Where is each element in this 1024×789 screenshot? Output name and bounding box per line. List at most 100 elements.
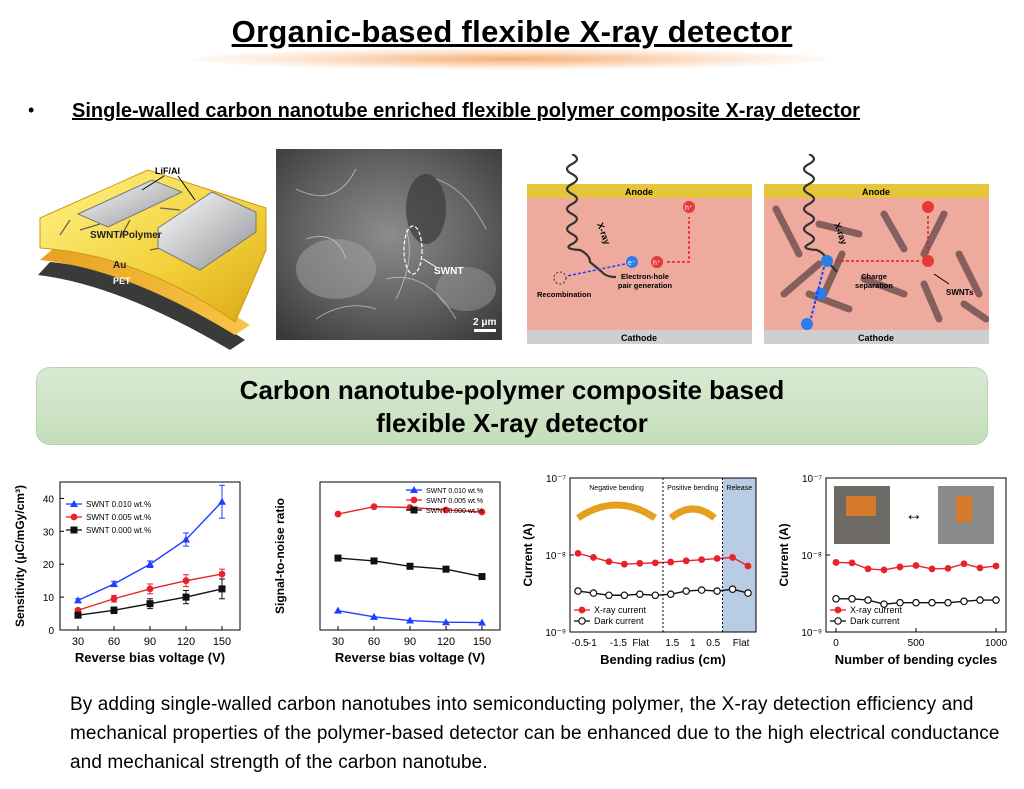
data-point <box>667 558 675 566</box>
data-point <box>370 503 378 511</box>
x-tick-label: 90 <box>404 636 416 648</box>
data-point <box>636 559 644 567</box>
inset-photo-device <box>846 496 876 516</box>
x-tick-label: Flat <box>733 638 750 649</box>
anode-label: Anode <box>862 187 890 197</box>
electron <box>626 256 638 268</box>
legend-label: X-ray current <box>594 605 647 615</box>
legend-marker <box>70 526 78 534</box>
data-point <box>605 558 613 566</box>
y-tick-label: 10 <box>43 593 55 604</box>
data-point <box>682 587 690 595</box>
double-arrow-icon: ↔ <box>905 504 923 524</box>
y-tick-label: 30 <box>43 527 55 538</box>
inset-photo-device-bent <box>956 496 972 522</box>
data-point <box>74 596 82 604</box>
data-point <box>218 585 226 593</box>
right-electrode <box>157 191 257 271</box>
hole <box>651 256 663 268</box>
data-point <box>605 591 613 600</box>
sem-image: SWNT 2 μm <box>276 149 502 340</box>
scale-label: 2 μm <box>473 317 496 328</box>
y-axis-label: Signal-to-noise ratio <box>273 498 287 614</box>
y-tick-label: 10⁻⁹ <box>801 628 822 639</box>
x-tick-label: Flat <box>632 638 649 649</box>
data-point <box>960 560 968 568</box>
xray-wave <box>565 154 617 279</box>
data-point <box>928 565 936 573</box>
data-point <box>729 554 736 561</box>
cathode-bar <box>527 330 752 344</box>
data-point <box>334 510 342 518</box>
legend-label: SWNT 0.000 wt.% <box>86 526 151 535</box>
data-point <box>744 562 752 570</box>
device-schematic: LiF/Al SWNT/Polymer Au PET <box>38 166 267 350</box>
data-point <box>912 562 920 569</box>
data-point <box>928 598 936 607</box>
data-point <box>182 535 190 543</box>
data-point <box>370 612 378 620</box>
x-tick-label: 120 <box>437 636 455 648</box>
x-tick-label: 0 <box>833 638 839 649</box>
section-subtitle: Single-walled carbon nanotube enriched f… <box>72 100 860 122</box>
left-electrode <box>76 179 184 228</box>
au-label: Au <box>113 260 126 271</box>
y-tick-label: 10⁻⁸ <box>801 551 822 562</box>
data-point <box>864 565 872 573</box>
data-point <box>832 559 840 566</box>
legend-label: X-ray current <box>850 605 903 615</box>
x-tick-label: 150 <box>213 636 231 648</box>
hole-symbol-top: h⁺ <box>685 204 693 212</box>
x-tick-label: 150 <box>473 636 491 648</box>
data-point <box>590 554 597 561</box>
data-point <box>744 589 752 597</box>
data-point <box>478 508 486 516</box>
swnts-label: SWNTs <box>946 288 974 297</box>
legend-marker <box>834 606 842 614</box>
data-point <box>442 565 450 573</box>
swnt-label: SWNT <box>434 266 463 277</box>
x-tick-label: 500 <box>908 638 925 649</box>
data-point <box>110 579 118 587</box>
y-tick-label: 20 <box>43 560 55 571</box>
data-point <box>574 549 582 557</box>
data-point <box>832 594 840 603</box>
data-point <box>620 591 629 600</box>
data-point <box>218 497 226 505</box>
polymer-label: SWNT/Polymer <box>90 230 162 241</box>
data-point <box>146 600 154 608</box>
x-tick-label: 30 <box>332 636 344 648</box>
data-point <box>442 506 450 514</box>
recombination-label: Recombination <box>537 290 592 299</box>
data-point <box>370 557 378 565</box>
data-point <box>697 586 706 594</box>
data-point <box>976 596 984 604</box>
legend-label: SWNT 0.010 wt.% <box>86 500 151 509</box>
conclusion-text: By adding single-walled carbon nanotubes… <box>70 694 1000 773</box>
chart-snr: Reverse bias voltage (V) Signal-to-noise … <box>273 481 501 665</box>
chart-bending-radius: Bending radius (cm)Current (A)10⁻⁷10⁻⁸10… <box>521 474 757 667</box>
banner-line-2: flexible X-ray detector <box>376 408 648 438</box>
bend-arc-positive <box>668 505 717 521</box>
legend-marker <box>578 617 586 625</box>
data-point <box>110 606 118 614</box>
legend-label: SWNT 0.000 wt.% <box>426 508 483 515</box>
data-point <box>880 600 888 608</box>
x-tick-label: 90 <box>144 636 156 648</box>
data-point <box>620 560 628 568</box>
data-point <box>334 554 342 562</box>
x-axis-label: Reverse bias voltage (V) <box>335 650 485 665</box>
data-point <box>218 570 226 578</box>
data-point <box>406 562 414 570</box>
y-tick-label: 10⁻⁹ <box>545 628 566 639</box>
data-point <box>574 587 582 595</box>
legend-marker <box>410 496 418 504</box>
legend-label: Dark current <box>850 616 900 626</box>
data-point <box>896 563 904 571</box>
x-tick-label: 0.5 <box>706 638 720 649</box>
data-point <box>713 555 721 562</box>
data-point <box>442 618 450 626</box>
data-point <box>182 577 190 585</box>
